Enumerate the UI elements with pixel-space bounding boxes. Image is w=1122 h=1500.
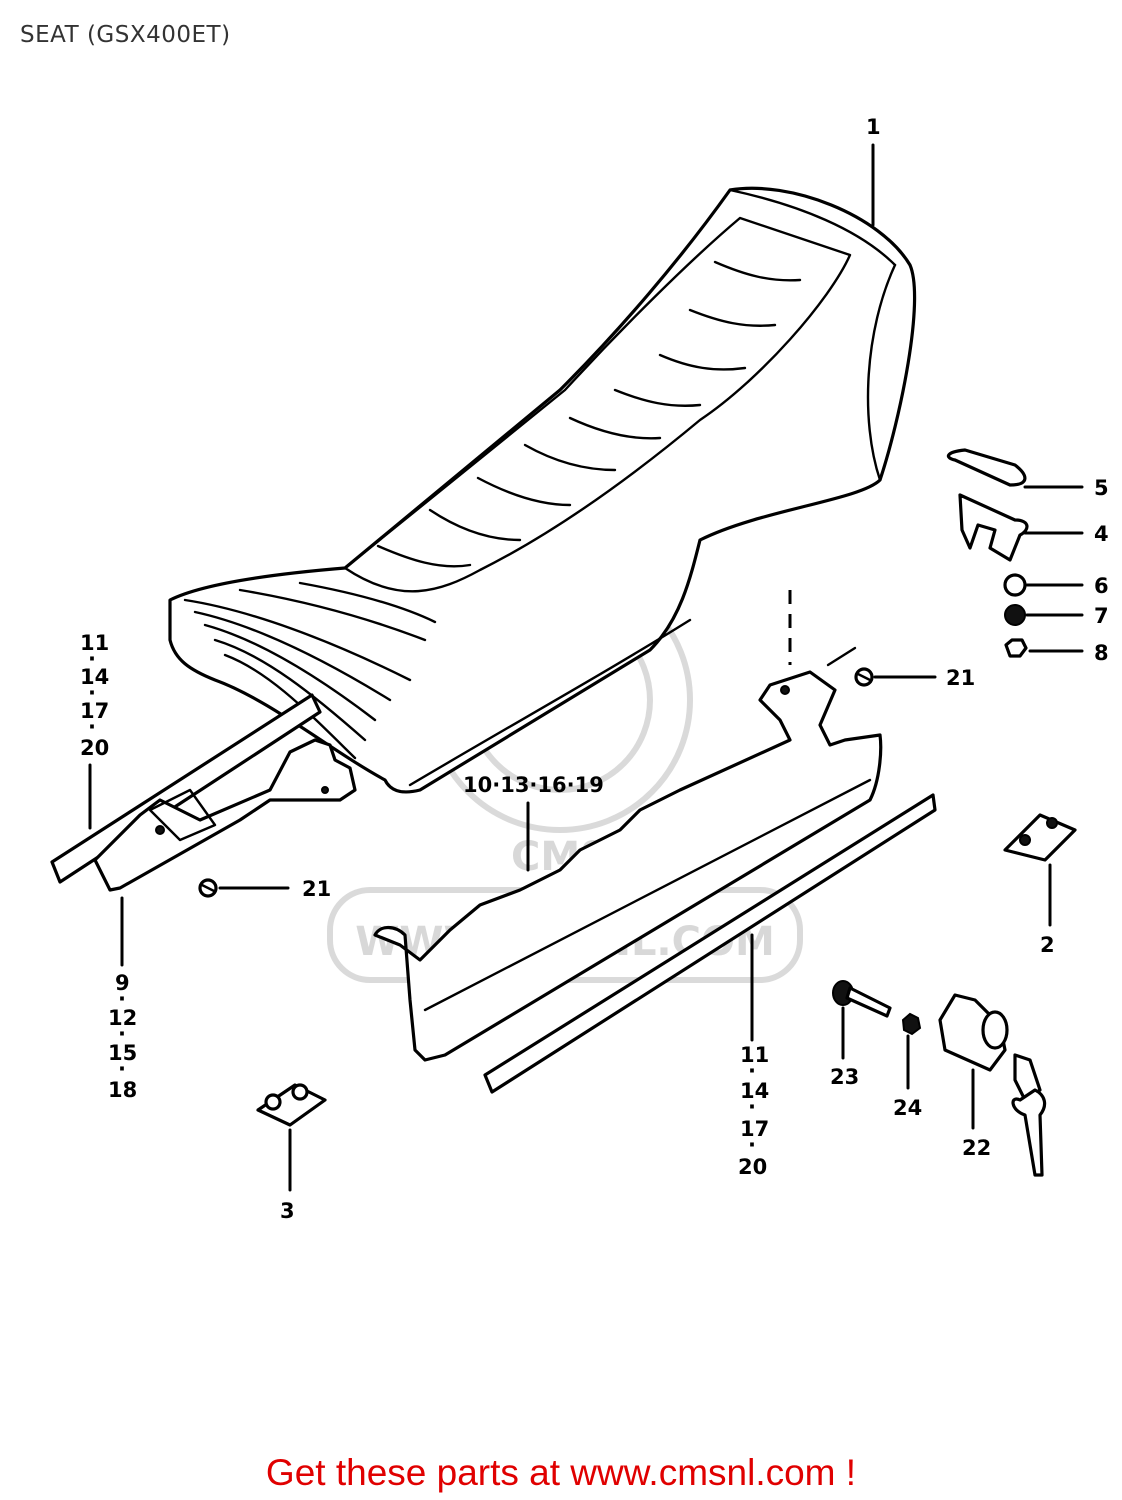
callout-bl-18: 18 bbox=[108, 1078, 137, 1102]
callout-1: 1 bbox=[866, 115, 881, 139]
callout-bl-9: 9 bbox=[115, 971, 130, 995]
nut-24 bbox=[901, 1012, 922, 1036]
callout-bm-11: 11 bbox=[740, 1043, 769, 1067]
callout-left-14: 14 bbox=[80, 665, 109, 689]
callout-left-20: 20 bbox=[80, 736, 109, 760]
callout-left-11: 11 bbox=[80, 631, 109, 655]
callout-6: 6 bbox=[1094, 574, 1109, 598]
callout-left-dot-3: · bbox=[88, 715, 96, 739]
callouts: 1 5 4 6 7 8 21 21 10·13·16·19 2 3 23 24 … bbox=[80, 115, 1109, 1223]
callout-bl-dot-3: · bbox=[118, 1057, 126, 1081]
clip-2 bbox=[1003, 813, 1077, 862]
bolt-23 bbox=[832, 980, 892, 1018]
footer-link[interactable]: Get these parts at www.cmsnl.com ! bbox=[265, 1452, 857, 1493]
clip-3 bbox=[256, 1083, 327, 1127]
callout-bm-dot-1: · bbox=[748, 1059, 756, 1083]
callout-23: 23 bbox=[830, 1065, 859, 1089]
callout-3: 3 bbox=[280, 1199, 295, 1223]
washer-6 bbox=[1003, 573, 1027, 597]
side-bracket bbox=[373, 670, 883, 1062]
callout-5: 5 bbox=[1094, 476, 1109, 500]
callout-7: 7 bbox=[1094, 604, 1109, 628]
callout-8: 8 bbox=[1094, 641, 1109, 665]
nut-21-left bbox=[198, 878, 218, 898]
callout-left-dot-1: · bbox=[88, 647, 96, 671]
callout-bm-17: 17 bbox=[740, 1117, 769, 1141]
nut-21-right bbox=[854, 667, 874, 687]
callout-bm-dot-2: · bbox=[748, 1095, 756, 1119]
callout-bm-14: 14 bbox=[740, 1079, 769, 1103]
callout-10-13-16-19: 10·13·16·19 bbox=[463, 773, 604, 797]
plate-5 bbox=[946, 448, 1027, 487]
callout-22: 22 bbox=[962, 1136, 991, 1160]
callout-21-right: 21 bbox=[946, 666, 975, 690]
bottom-strip bbox=[483, 793, 937, 1094]
leader-lines bbox=[88, 143, 1084, 1192]
seat-lock-22 bbox=[938, 993, 1047, 1177]
callout-bl-dot-1: · bbox=[118, 987, 126, 1011]
nut-8 bbox=[1004, 638, 1028, 658]
callout-4: 4 bbox=[1094, 522, 1109, 546]
bracket-4 bbox=[958, 493, 1029, 562]
callout-bl-12: 12 bbox=[108, 1006, 137, 1030]
callout-left-17: 17 bbox=[80, 699, 109, 723]
callout-bm-dot-3: · bbox=[748, 1133, 756, 1157]
callout-bl-dot-2: · bbox=[118, 1022, 126, 1046]
callout-bl-15: 15 bbox=[108, 1041, 137, 1065]
callout-left-dot-2: · bbox=[88, 681, 96, 705]
callout-21-left: 21 bbox=[302, 877, 331, 901]
callout-24: 24 bbox=[893, 1096, 922, 1120]
callout-2: 2 bbox=[1040, 933, 1055, 957]
callout-bm-20: 20 bbox=[738, 1155, 767, 1179]
page-title: SEAT (GSX400ET) bbox=[20, 22, 231, 48]
nut-7 bbox=[1004, 604, 1026, 626]
front-bracket bbox=[93, 738, 357, 892]
